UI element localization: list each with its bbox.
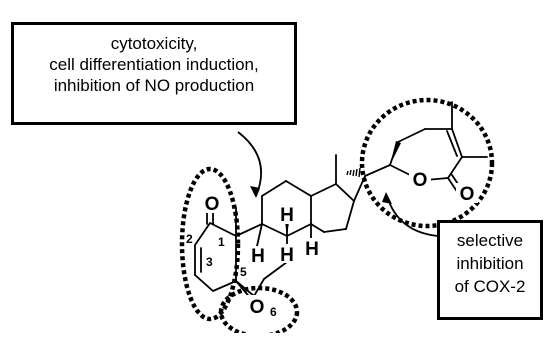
position-number-3: 3 [206, 255, 213, 269]
lactone-carbonyl-oxygen-label: O [460, 184, 475, 205]
position-number-1: 1 [218, 235, 225, 249]
arrowhead-cox2 [382, 192, 392, 204]
h-label-ring-c-top: H [280, 205, 294, 226]
cox2-annotation-box: selective inhibition of COX-2 [437, 220, 543, 320]
hashed-methyl-bond [346, 167, 361, 178]
annotation-line: selective [456, 231, 524, 250]
annotation-line: of COX-2 [454, 277, 526, 296]
lactone-highlight-ellipse [359, 97, 495, 229]
lactone-ring-oxygen-label: O [413, 170, 428, 191]
h-label-ring-b-c: H [251, 246, 265, 267]
annotation-line: cell differentiation induction, [49, 55, 259, 74]
ketone-oxygen-label: O [205, 194, 220, 215]
enone-highlight-ellipse [179, 166, 241, 322]
annotation-line: cytotoxicity, [110, 34, 198, 53]
atom-label-backgrounds [201, 169, 478, 317]
position-number-2: 2 [186, 232, 193, 246]
position-number-6: 6 [270, 305, 277, 319]
h-label-ring-c-bottom: H [280, 245, 294, 266]
atom-labels: O O O O H H H H [205, 170, 475, 318]
h-label-ring-c-d: H [305, 239, 319, 260]
arrow-to-ring-a [237, 131, 263, 197]
annotation-line: inhibition of NO production [53, 76, 255, 95]
epoxide-oxygen-label: O [250, 297, 265, 318]
arrows [237, 131, 439, 237]
arrowhead-ring-a [250, 186, 260, 198]
position-number-5: 5 [240, 265, 247, 279]
wedge-bond-ring-c-h [285, 222, 289, 236]
position-numbers: 1 2 3 5 6 [186, 232, 277, 319]
annotation-line: inhibition [456, 254, 524, 273]
lactone-wedge-bond [390, 141, 401, 165]
bioactivity-annotation-box: cytotoxicity, cell differentiation induc… [11, 22, 297, 125]
